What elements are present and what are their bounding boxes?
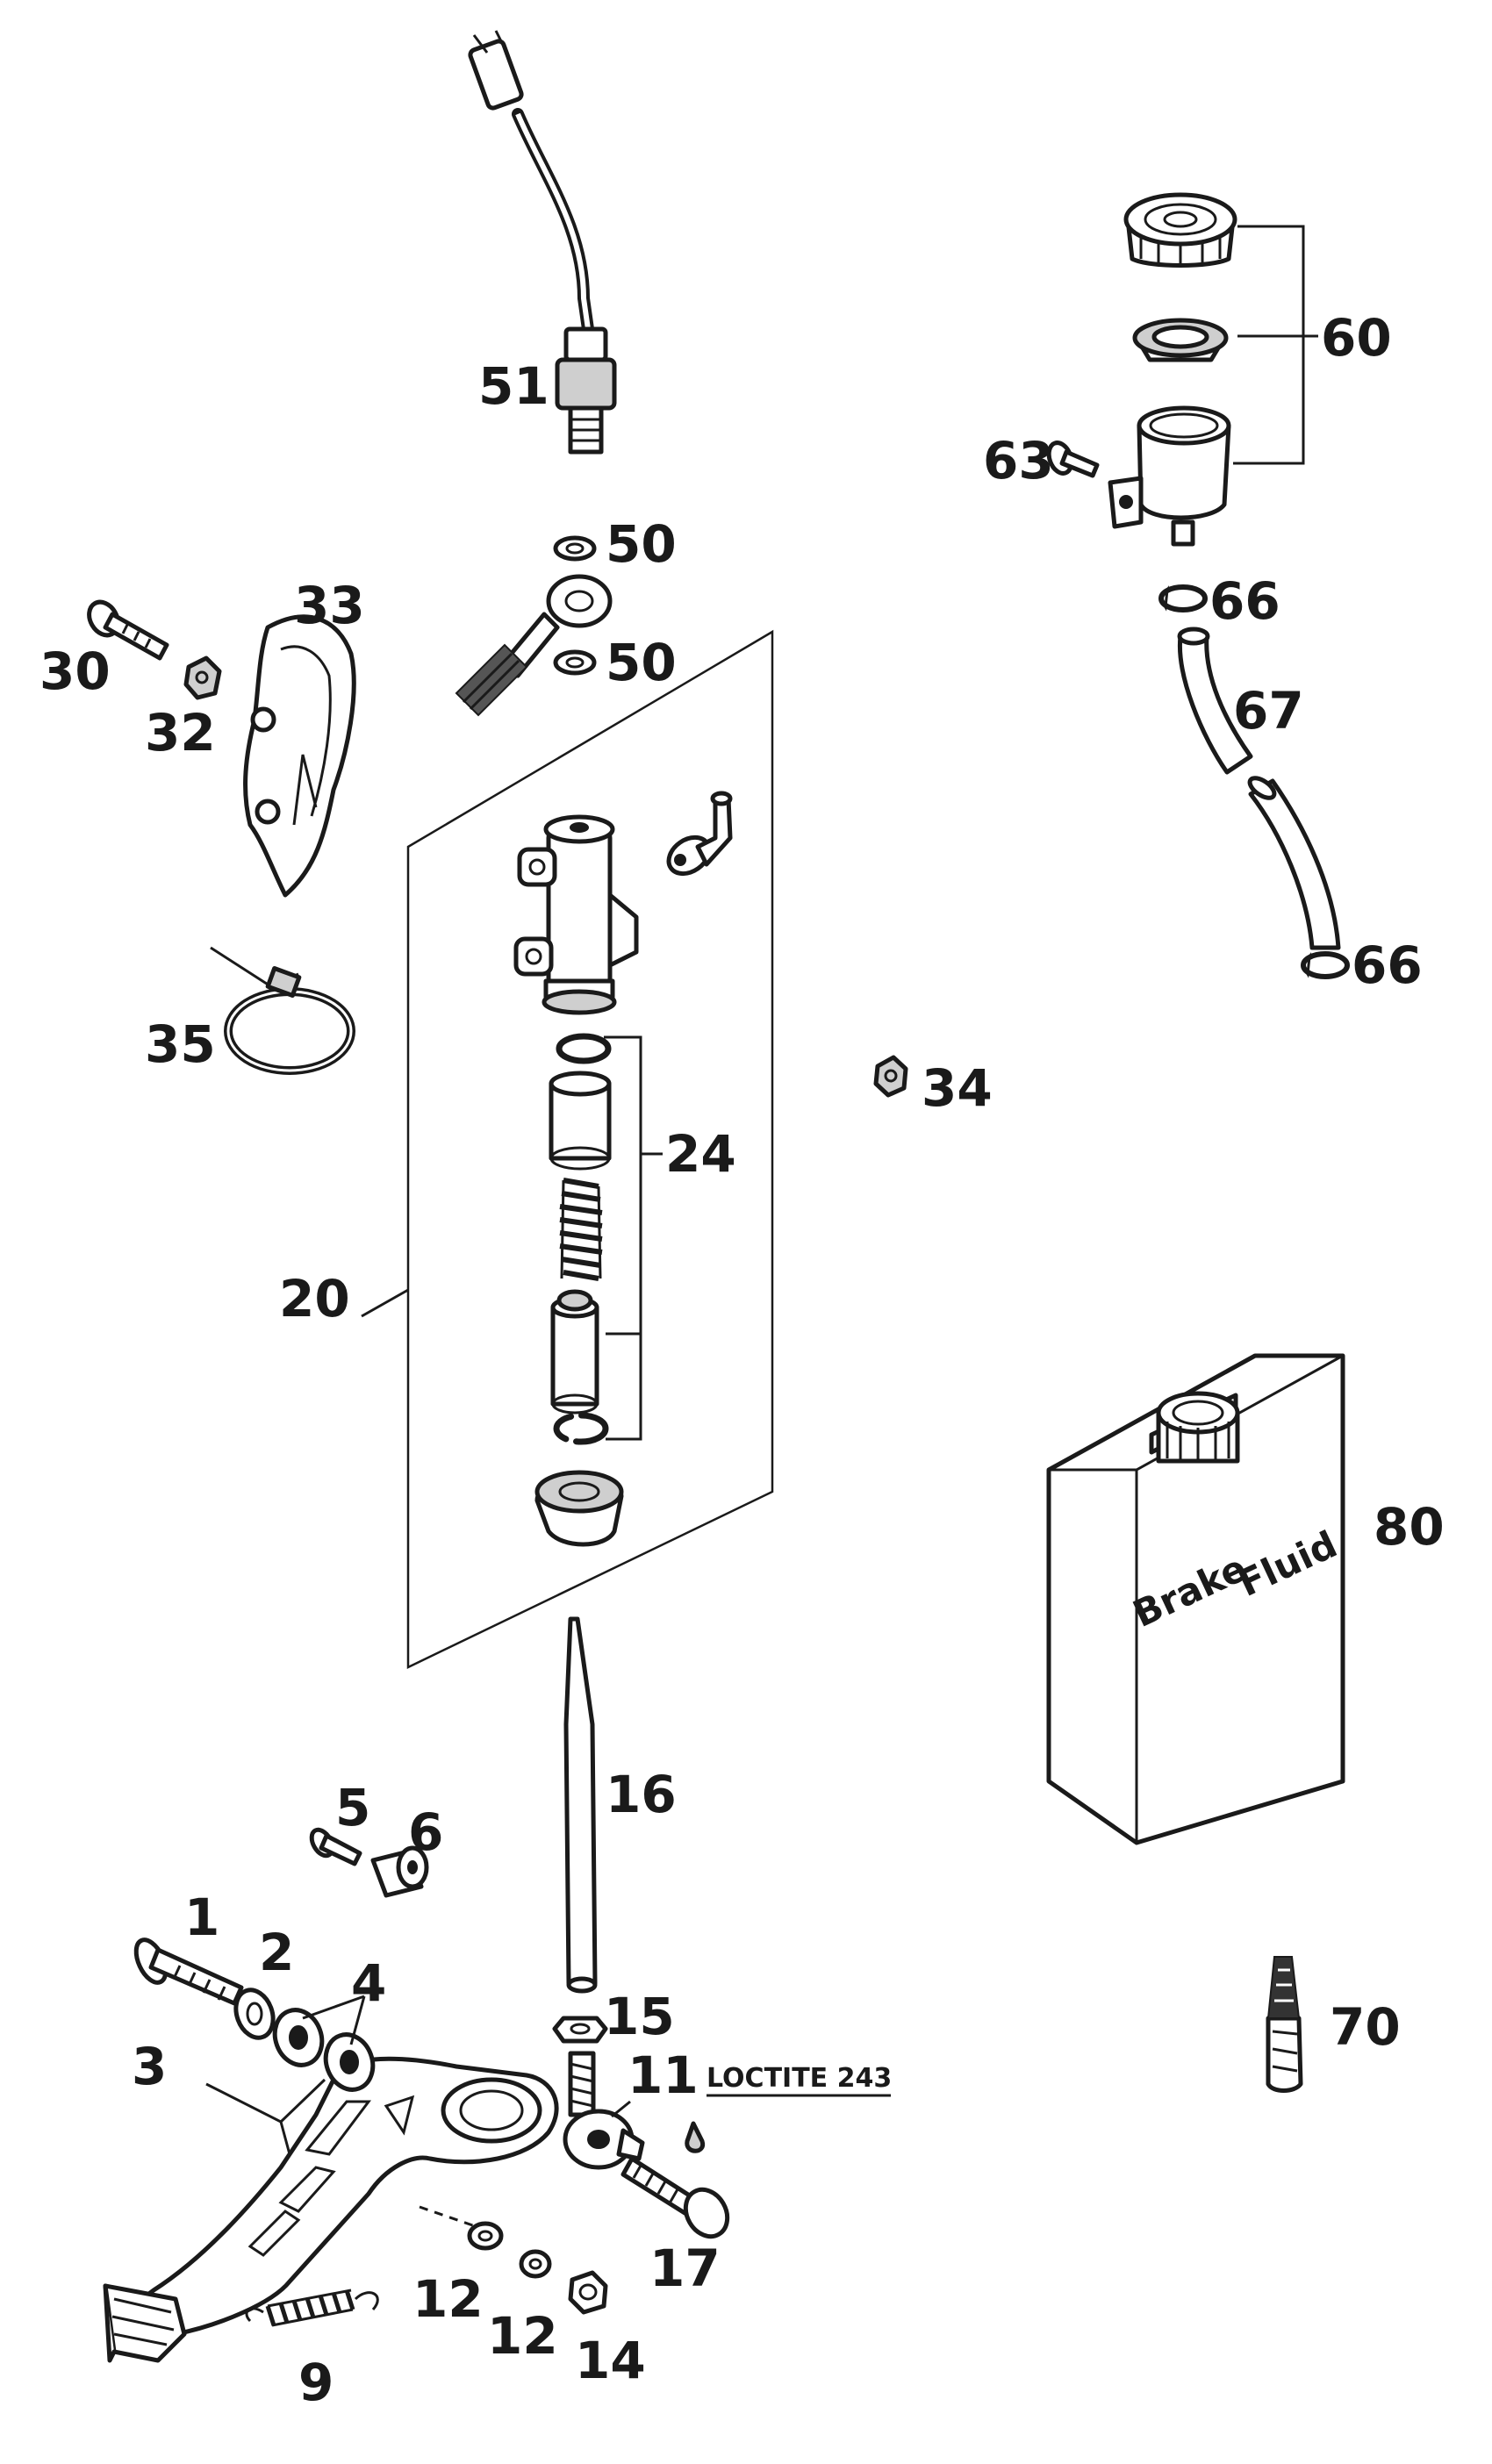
- reservoir-diaphragm-60: [1132, 318, 1229, 362]
- bushing-4-right: [323, 2032, 376, 2092]
- spring-24: [559, 1178, 603, 1281]
- banjo-fitting-hose: [455, 574, 613, 717]
- label-32: 32: [145, 703, 216, 763]
- washer-50-lower: [553, 649, 597, 676]
- label-30: 30: [39, 641, 111, 701]
- label-67: 67: [1233, 681, 1304, 741]
- label-20: 20: [279, 1269, 350, 1329]
- label-15: 15: [604, 1987, 675, 2046]
- leader-24: [604, 1035, 663, 1441]
- label-50-lower: 50: [606, 633, 677, 692]
- loctite-bottle-70: [1266, 1956, 1303, 2093]
- screw-63: [1046, 441, 1100, 478]
- washer-50-upper: [553, 535, 597, 562]
- label-33: 33: [294, 576, 365, 635]
- sleeve-24: [549, 1071, 612, 1171]
- label-6: 6: [408, 1802, 443, 1862]
- label-1: 1: [184, 1887, 219, 1947]
- leader-20: [361, 1288, 409, 1318]
- label-51: 51: [478, 356, 549, 416]
- bushing-4-left: [272, 2008, 325, 2067]
- leader-4: [302, 1995, 366, 2045]
- label-66-upper: 66: [1209, 571, 1280, 631]
- nut-15: [552, 2016, 608, 2044]
- master-cylinder-body: [513, 814, 639, 1015]
- reservoir-cap-60: [1123, 192, 1237, 268]
- brake-light-switch-51: [468, 30, 617, 455]
- clevis-11: [563, 2109, 645, 2170]
- bolt-30: [87, 599, 169, 661]
- cable-tie-35: [210, 946, 355, 1075]
- label-80: 80: [1374, 1497, 1445, 1557]
- hose-67: [1177, 627, 1341, 950]
- label-35: 35: [145, 1014, 216, 1074]
- label-24: 24: [665, 1124, 736, 1184]
- label-70: 70: [1330, 1997, 1401, 2057]
- washer-2: [233, 1988, 276, 2040]
- guard-33: [243, 614, 356, 898]
- dash-axis: [419, 2205, 484, 2231]
- washer-12-right: [519, 2249, 552, 2279]
- washer-12-left: [467, 2221, 504, 2251]
- label-66-lower: 66: [1352, 935, 1423, 995]
- bolt-17: [620, 2156, 730, 2239]
- label-12-right: 12: [487, 2306, 558, 2366]
- circlip-24: [553, 1412, 609, 1445]
- hose-clamp-66-lower: [1301, 951, 1350, 979]
- return-spring-9: [245, 2289, 379, 2327]
- label-11: 11: [628, 2045, 699, 2105]
- loctite-drop: [685, 2121, 706, 2153]
- nut-32: [183, 655, 222, 700]
- piston-24: [550, 1289, 599, 1415]
- label-16: 16: [606, 1765, 677, 1824]
- label-17: 17: [649, 2238, 721, 2298]
- label-12-left: 12: [412, 2269, 484, 2329]
- leader-11: [611, 2100, 631, 2118]
- label-9: 9: [298, 2353, 334, 2412]
- brake-fluid-container-80: Brake Fluid: [1046, 1353, 1345, 1845]
- screw-5: [309, 1827, 362, 1866]
- dust-boot: [534, 1470, 624, 1547]
- threaded-end: [568, 2051, 596, 2117]
- brake-pedal-3: [103, 2056, 559, 2363]
- label-5: 5: [335, 1778, 370, 1837]
- label-50-upper: 50: [606, 514, 677, 574]
- label-34: 34: [922, 1058, 993, 1118]
- label-60: 60: [1321, 308, 1392, 368]
- leader-3: [205, 2078, 326, 2155]
- spacer-6: [370, 1845, 429, 1898]
- leader-60-bracket: [1233, 225, 1305, 465]
- o-ring-24: [556, 1033, 612, 1064]
- label-3: 3: [132, 2037, 167, 2096]
- nut-14: [568, 2270, 608, 2315]
- push-rod-16: [563, 1616, 598, 1994]
- label-63: 63: [983, 431, 1054, 491]
- reservoir-body-60: [1108, 405, 1231, 547]
- label-4: 4: [351, 1953, 386, 2013]
- label-2: 2: [259, 1923, 294, 1982]
- nut-34: [873, 1055, 908, 1098]
- assembly-frame-20: [406, 629, 774, 1669]
- hose-clamp-66-upper: [1158, 584, 1208, 612]
- label-14: 14: [575, 2331, 646, 2390]
- label-loctite-243: LOCTITE 243: [707, 2063, 892, 2094]
- angled-hose-nipple: [666, 791, 733, 877]
